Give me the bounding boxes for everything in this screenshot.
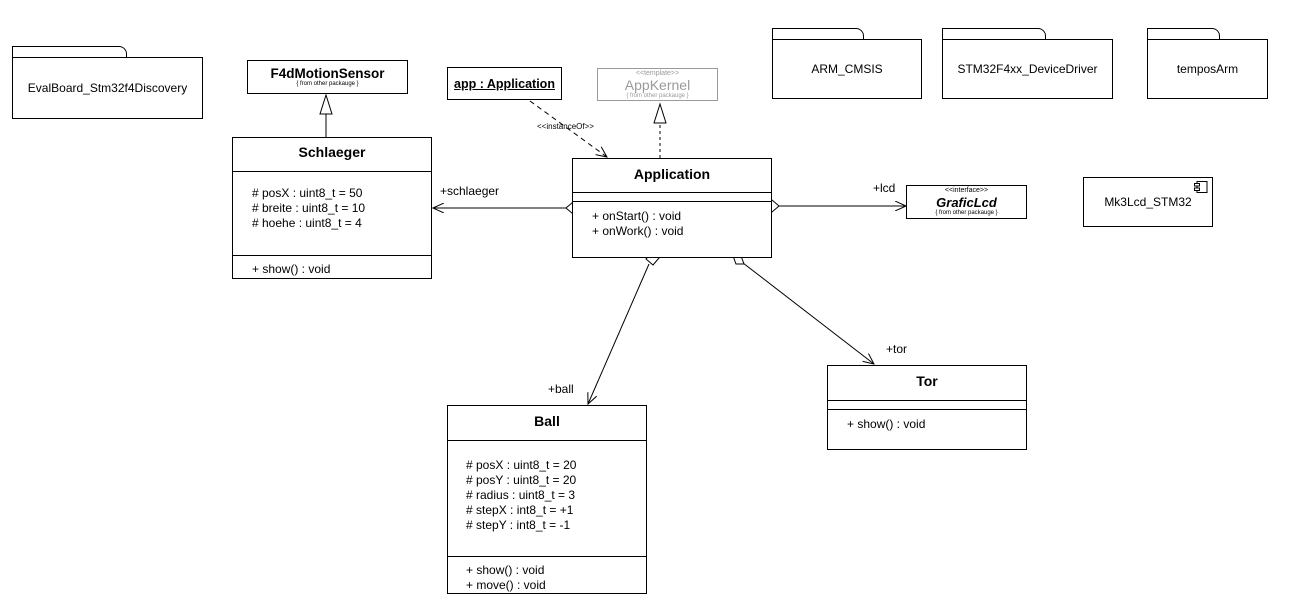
package-tab: [772, 28, 864, 40]
lcd-role-label: +lcd: [873, 181, 896, 195]
tor-association-line: [742, 262, 874, 364]
attribute: # stepY : int8_t = -1: [466, 518, 571, 532]
schlaeger-generalization-triangle: [319, 93, 333, 115]
package-label: STM32F4xx_DeviceDriver: [957, 62, 1098, 76]
stereotype-label: <<template>>: [635, 70, 680, 77]
attribute: # posX : uint8_t = 20: [466, 458, 577, 472]
ball-role-label: +ball: [548, 382, 574, 396]
class-name: Ball: [534, 413, 560, 429]
package-tab: [1147, 28, 1220, 40]
package-evalboard[interactable]: EvalBoard_Stm32f4Discovery: [12, 46, 203, 119]
external-package-note: { from other packauge }: [626, 93, 689, 99]
attribute: # stepX : int8_t = +1: [466, 503, 574, 517]
class-name: Schlaeger: [298, 144, 366, 160]
component-label: Mk3Lcd_STM32: [1104, 195, 1192, 209]
class-f4d-motion-sensor[interactable]: F4dMotionSensor { from other packauge }: [247, 60, 408, 94]
schlaeger-role-label: +schlaeger: [440, 184, 500, 198]
class-name: Tor: [916, 373, 938, 389]
stereotype-label: <<interface>>: [944, 187, 989, 194]
class-schlaeger[interactable]: Schlaeger # posX : uint8_t = 50 # breite…: [232, 137, 432, 279]
object-app-instance[interactable]: app : Application: [447, 67, 562, 100]
package-stm32f4xx-device-driver[interactable]: STM32F4xx_DeviceDriver: [942, 28, 1113, 99]
attributes-compartment: [573, 192, 771, 201]
instanceof-dependency-line: [529, 100, 607, 157]
ball-association-line: [588, 263, 650, 404]
package-tab: [12, 46, 127, 58]
class-application[interactable]: Application + onStart() : void + onWork(…: [572, 158, 772, 258]
component-icon: [1194, 181, 1208, 193]
package-label: ARM_CMSIS: [811, 62, 883, 76]
instanceof-label: <<instanceOf>>: [537, 122, 594, 131]
class-name: F4dMotionSensor: [270, 66, 385, 81]
attribute: # posY : uint8_t = 20: [466, 473, 577, 487]
operation: + show() : void: [252, 262, 331, 276]
operation: + onStart() : void: [592, 209, 682, 223]
package-body: STM32F4xx_DeviceDriver: [942, 39, 1113, 99]
object-name: app : Application: [454, 76, 555, 91]
tor-role-label: +tor: [886, 342, 908, 356]
interface-name: GraficLcd: [936, 195, 997, 210]
class-name: AppKernel: [624, 77, 691, 93]
operations-compartment: + show() : void: [828, 409, 1026, 432]
operations-compartment: + onStart() : void + onWork() : void: [573, 201, 771, 239]
attribute: # radius : uint8_t = 3: [466, 488, 576, 502]
package-label: temposArm: [1176, 62, 1239, 76]
package-body: temposArm: [1147, 39, 1268, 99]
package-body: EvalBoard_Stm32f4Discovery: [12, 57, 203, 119]
attribute: # hoehe : uint8_t = 4: [252, 216, 362, 230]
attributes-compartment: # posX : uint8_t = 50 # breite : uint8_t…: [233, 171, 431, 255]
appkernel-realization-triangle: [653, 102, 667, 124]
class-ball[interactable]: Ball # posX : uint8_t = 20 # posY : uint…: [447, 405, 647, 594]
operation: + show() : void: [466, 563, 545, 577]
package-arm-cmsis[interactable]: ARM_CMSIS: [772, 28, 922, 99]
operation: + move() : void: [466, 578, 546, 592]
operations-compartment: + show() : void + move() : void: [448, 556, 646, 593]
attribute: # breite : uint8_t = 10: [252, 201, 366, 215]
package-tempos-arm[interactable]: temposArm: [1147, 28, 1268, 99]
component-mk3lcd[interactable]: Mk3Lcd_STM32: [1083, 177, 1213, 227]
operation: + onWork() : void: [592, 224, 684, 238]
package-label: EvalBoard_Stm32f4Discovery: [27, 81, 188, 95]
package-tab: [942, 28, 1046, 40]
class-tor[interactable]: Tor + show() : void: [827, 365, 1027, 450]
external-package-note: { from other packauge }: [935, 210, 998, 216]
attributes-compartment: # posX : uint8_t = 20 # posY : uint8_t =…: [448, 440, 646, 556]
class-name: Application: [633, 166, 711, 182]
class-appkernel-template[interactable]: <<template>> AppKernel { from other pack…: [597, 68, 718, 101]
interface-grafic-lcd[interactable]: <<interface>> GraficLcd { from other pac…: [906, 185, 1027, 219]
package-body: ARM_CMSIS: [772, 39, 922, 99]
attribute: # posX : uint8_t = 50: [252, 186, 363, 200]
external-package-note: { from other packauge }: [296, 81, 359, 87]
operation: + show() : void: [847, 417, 926, 431]
operations-compartment: + show() : void: [233, 255, 431, 277]
attributes-compartment: [828, 400, 1026, 409]
